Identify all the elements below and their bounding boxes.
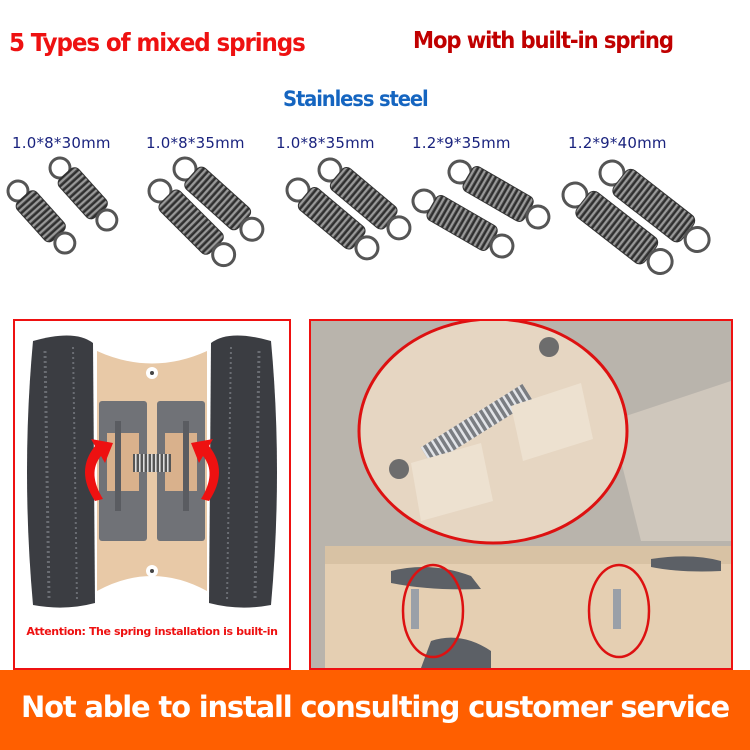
spring-group-4 <box>405 152 556 266</box>
arrow-left-icon <box>85 439 113 501</box>
spring-group-5 <box>554 151 718 283</box>
highlight-circle-right <box>587 563 651 659</box>
size-label-3: 1.0*8*35mm <box>276 134 375 152</box>
size-label-5: 1.2*9*40mm <box>568 134 667 152</box>
customer-service-text: Not able to install consulting customer … <box>21 690 730 724</box>
highlight-circle-left <box>401 563 465 659</box>
spring-group-2 <box>140 150 271 274</box>
size-label-2: 1.0*8*35mm <box>146 134 245 152</box>
spring-closeup-photo-panel <box>309 319 733 670</box>
headline-mixed-springs: 5 Types of mixed springs <box>9 28 306 57</box>
spring-closeup-illustration <box>311 321 731 668</box>
springs-photo <box>0 150 718 283</box>
mop-head-illustration <box>27 335 277 608</box>
spring-group-1 <box>0 150 125 261</box>
attention-caption: Attention: The spring installation is bu… <box>26 625 278 638</box>
arrow-right-icon <box>191 439 219 501</box>
spring-group-3 <box>279 150 418 268</box>
mop-head-photo-panel: Attention: The spring installation is bu… <box>13 319 291 670</box>
size-label-4: 1.2*9*35mm <box>412 134 511 152</box>
customer-service-banner: Not able to install consulting customer … <box>0 670 750 750</box>
size-label-1: 1.0*8*30mm <box>12 134 111 152</box>
headline-mop-builtin-spring: Mop with built-in spring <box>413 28 674 54</box>
headline-stainless-steel: Stainless steel <box>283 87 429 111</box>
